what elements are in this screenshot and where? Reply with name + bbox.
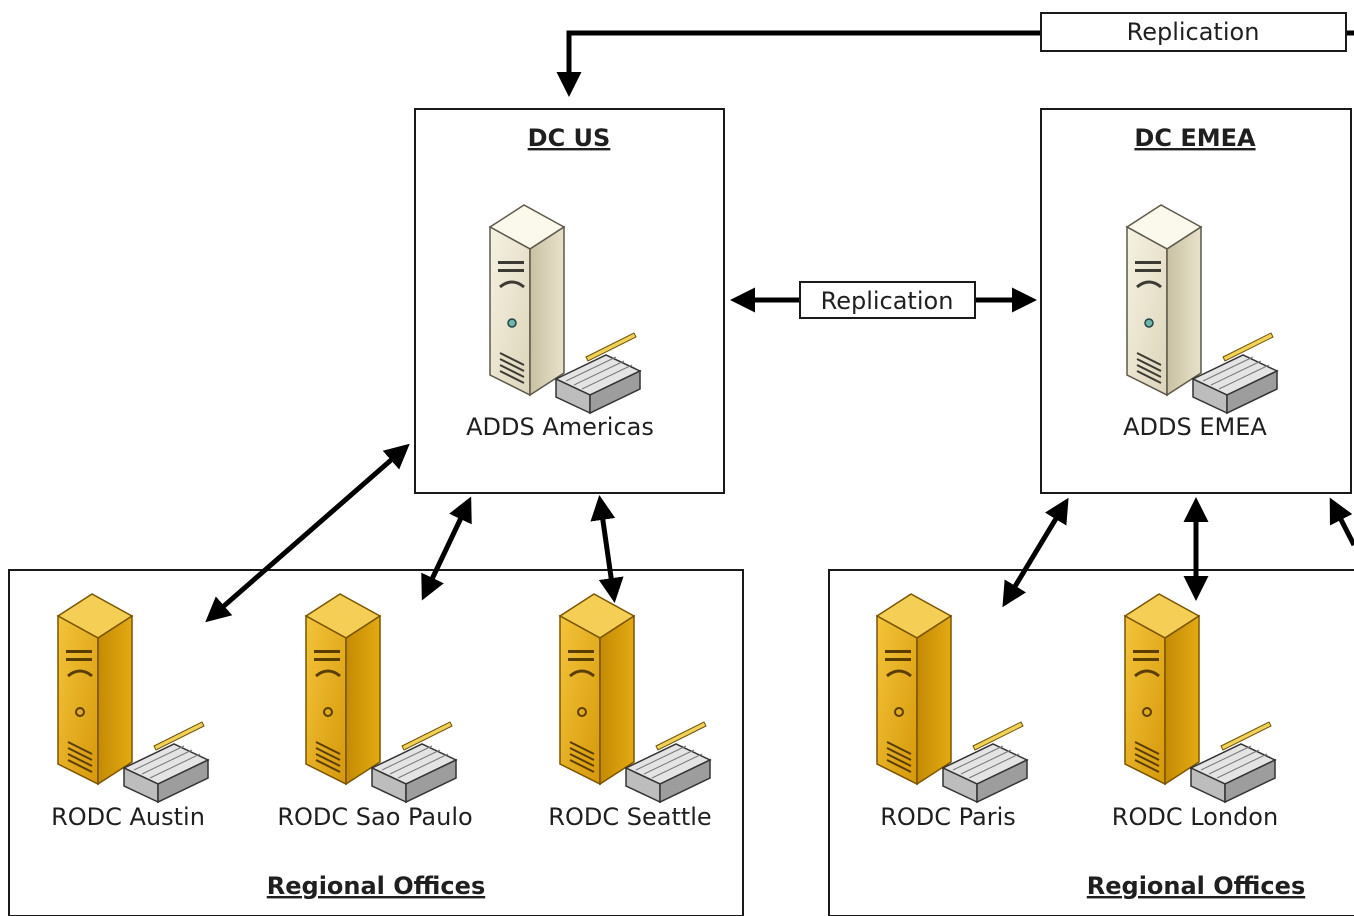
link-dc-emea-paris [1002,497,1069,608]
link-dc-us-austin [205,443,410,623]
regional-offices-americas-title: Regional Offices [267,872,485,900]
dc-emea-server-label: ADDS EMEA [1123,413,1267,441]
regional-offices-emea-title: Regional Offices [1087,872,1305,900]
dc-us-box [414,108,725,494]
middle-replication-label-box [799,281,976,319]
rodc-austin-label: RODC Austin [51,803,205,831]
rodc-seattle-label: RODC Seattle [548,803,711,831]
top-replication-line [556,30,1041,97]
dc-emea-title: DC EMEA [1134,124,1256,152]
link-dc-us-seattle [590,495,624,603]
link-dc-us-saopaulo [421,496,472,601]
top-replication-label: Replication [1127,18,1260,46]
top-replication-label-box [1040,12,1347,52]
dc-us-server-label: ADDS Americas [466,413,654,441]
rodc-saopaulo-label: RODC Sao Paulo [277,803,472,831]
middle-replication-label: Replication [821,287,954,315]
rodc-london-label: RODC London [1112,803,1278,831]
link-dc-emea-offscreen [1329,497,1354,547]
dc-us-title: DC US [528,124,611,152]
rodc-paris-label: RODC Paris [880,803,1016,831]
